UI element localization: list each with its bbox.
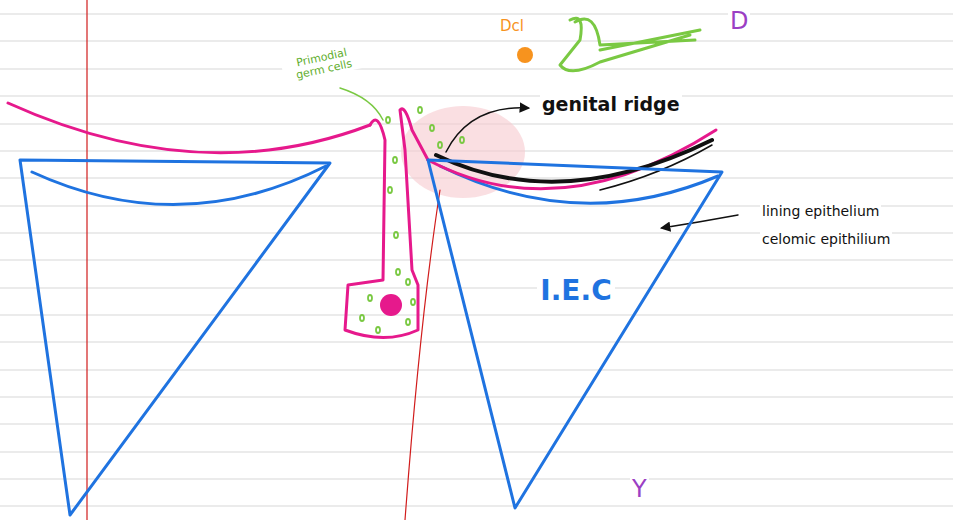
germ-cell-label: Primodial germ cells	[280, 44, 365, 85]
ruling-lines	[0, 14, 953, 506]
triangle-region: I.E.C	[426, 156, 726, 514]
red-guide-line	[405, 190, 440, 520]
pink-dot	[380, 294, 402, 316]
gut-tube	[345, 109, 428, 338]
margin-line	[86, 0, 87, 520]
ridge-highlight	[401, 106, 525, 198]
triangle-path	[428, 160, 722, 508]
region-label: I.E.C	[537, 276, 614, 307]
left-inner-curve	[32, 166, 326, 205]
triangle-outline	[426, 156, 726, 514]
right-lining	[428, 130, 716, 189]
green-sac	[560, 18, 700, 71]
orange-dot	[517, 47, 533, 63]
ridge-leader	[446, 108, 528, 152]
left-lining	[8, 103, 370, 153]
germ-cells	[360, 107, 464, 333]
epithelium-label: lining epithelium	[760, 204, 881, 219]
germ-cell-leader	[340, 88, 383, 120]
epithelium-leader	[662, 215, 738, 228]
epithelium-label: celomic epithilium	[760, 232, 892, 247]
left-triangle	[20, 160, 330, 515]
section-letter: D	[728, 8, 750, 34]
section-letter: Y	[630, 476, 649, 502]
orange-label: Dcl	[498, 18, 526, 35]
genital-ridge-label: genital ridge	[540, 94, 682, 115]
